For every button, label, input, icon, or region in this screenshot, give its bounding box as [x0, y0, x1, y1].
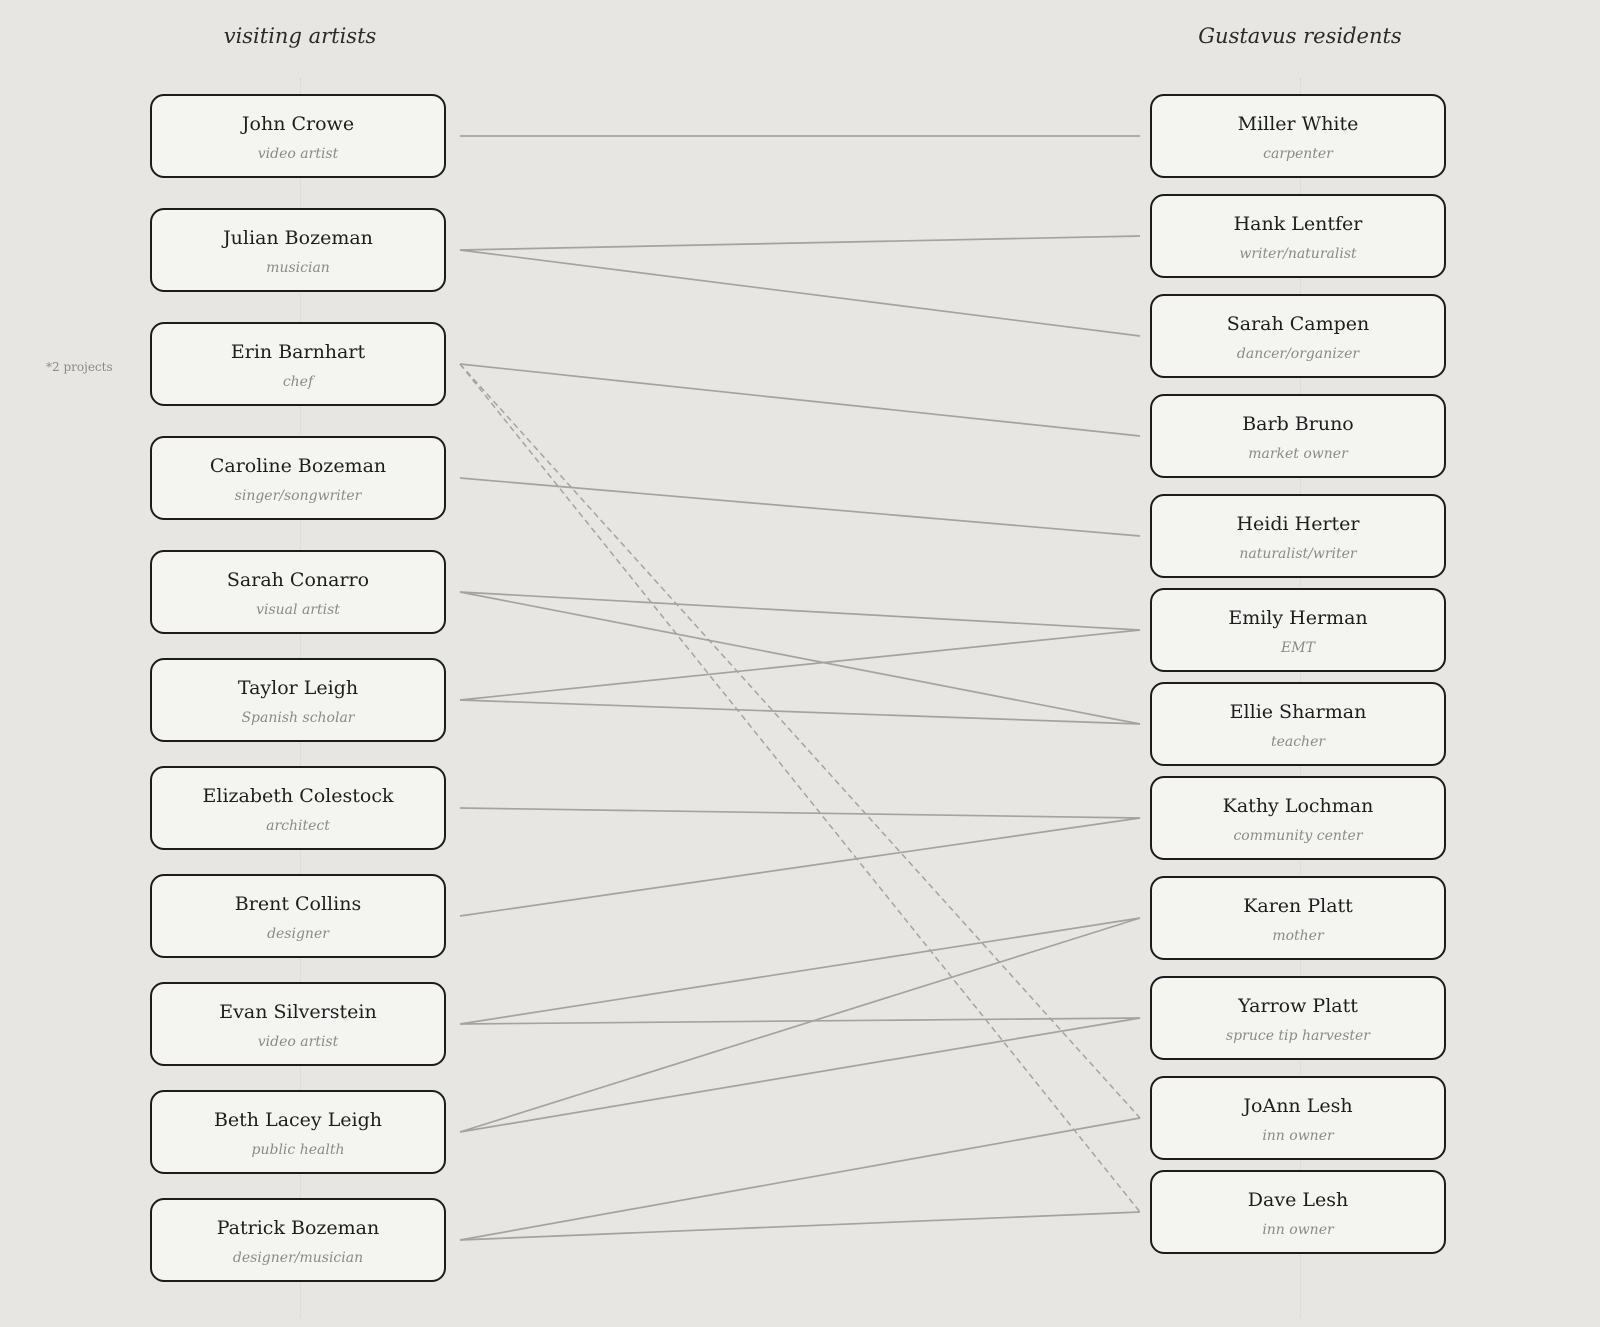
artist-name: Erin Barnhart [230, 341, 366, 363]
artist-role: video artist [257, 1034, 339, 1050]
two-projects-note: *2 projects [46, 360, 113, 374]
resident-name: Emily Herman [1228, 607, 1368, 629]
resident-role: dancer/organizer [1236, 346, 1360, 362]
resident-role: community center [1233, 828, 1363, 844]
artist-node-patrick-bozeman: Patrick Bozeman designer/musician [150, 1198, 446, 1282]
artist-name: Sarah Conarro [226, 569, 370, 591]
link-brent-collins-to-kathy-lochman [459, 817, 1141, 917]
artist-name: Beth Lacey Leigh [213, 1109, 383, 1131]
resident-role: writer/naturalist [1239, 246, 1357, 262]
artist-role: video artist [257, 146, 339, 162]
artist-role: public health [251, 1142, 345, 1158]
resident-name: Karen Platt [1243, 895, 1353, 917]
link-caroline-bozeman-to-heidi-herter [459, 477, 1141, 537]
resident-role: teacher [1270, 734, 1326, 750]
link-sarah-conarro-to-emily-herman [459, 591, 1141, 631]
resident-name: Kathy Lochman [1222, 795, 1374, 817]
link-taylor-leigh-to-ellie-sharman [459, 699, 1141, 725]
artist-node-caroline-bozeman: Caroline Bozeman singer/songwriter [150, 436, 446, 520]
artist-name: Evan Silverstein [219, 1001, 377, 1023]
resident-node-yarrow-platt: Yarrow Platt spruce tip harvester [1150, 976, 1446, 1060]
artist-role: Spanish scholar [241, 710, 355, 726]
link-erin-barnhart-to-joann-lesh [459, 363, 1141, 1119]
visiting-artists-heading: visiting artists [223, 24, 377, 48]
resident-node-sarah-campen: Sarah Campen dancer/organizer [1150, 294, 1446, 378]
resident-node-ellie-sharman: Ellie Sharman teacher [1150, 682, 1446, 766]
artist-name: Elizabeth Colestock [202, 785, 394, 807]
link-patrick-bozeman-to-dave-lesh [459, 1211, 1141, 1241]
link-beth-lacey-leigh-to-karen-platt [459, 917, 1141, 1133]
resident-role: EMT [1281, 640, 1315, 656]
resident-name: Barb Bruno [1242, 413, 1354, 435]
resident-name: Ellie Sharman [1229, 701, 1367, 723]
link-sarah-conarro-to-ellie-sharman [459, 591, 1141, 725]
resident-role: naturalist/writer [1239, 546, 1357, 562]
link-elizabeth-colestock-to-kathy-lochman [459, 807, 1141, 819]
resident-node-kathy-lochman: Kathy Lochman community center [1150, 776, 1446, 860]
artist-name: Caroline Bozeman [209, 455, 387, 477]
resident-node-karen-platt: Karen Platt mother [1150, 876, 1446, 960]
resident-role: market owner [1248, 446, 1348, 462]
artist-name: Taylor Leigh [237, 677, 359, 699]
resident-node-dave-lesh: Dave Lesh inn owner [1150, 1170, 1446, 1254]
resident-name: Yarrow Platt [1238, 995, 1358, 1017]
artist-node-sarah-conarro: Sarah Conarro visual artist [150, 550, 446, 634]
link-julian-bozeman-to-hank-lentfer [459, 235, 1141, 251]
link-julian-bozeman-to-sarah-campen [459, 249, 1141, 337]
artist-role: designer/musician [232, 1250, 364, 1266]
resident-role: mother [1272, 928, 1324, 944]
resident-node-miller-white: Miller White carpenter [1150, 94, 1446, 178]
resident-name: Sarah Campen [1226, 313, 1370, 335]
resident-name: Miller White [1237, 113, 1359, 135]
resident-name: Hank Lentfer [1233, 213, 1363, 235]
artist-name: Brent Collins [234, 893, 362, 915]
resident-node-hank-lentfer: Hank Lentfer writer/naturalist [1150, 194, 1446, 278]
artist-name: Julian Bozeman [223, 227, 373, 249]
artist-node-brent-collins: Brent Collins designer [150, 874, 446, 958]
artist-role: visual artist [256, 602, 340, 618]
artist-node-julian-bozeman: Julian Bozeman musician [150, 208, 446, 292]
link-erin-barnhart-to-barb-bruno [459, 363, 1141, 437]
artist-name: Patrick Bozeman [216, 1217, 380, 1239]
artist-node-elizabeth-colestock: Elizabeth Colestock architect [150, 766, 446, 850]
artist-node-erin-barnhart: Erin Barnhart chef [150, 322, 446, 406]
gustavus-residents-heading: Gustavus residents [1198, 24, 1402, 48]
resident-name: Dave Lesh [1247, 1189, 1349, 1211]
resident-name: JoAnn Lesh [1243, 1095, 1353, 1117]
resident-node-heidi-herter: Heidi Herter naturalist/writer [1150, 494, 1446, 578]
link-evan-silverstein-to-karen-platt [459, 917, 1141, 1025]
artist-node-evan-silverstein: Evan Silverstein video artist [150, 982, 446, 1066]
resident-role: inn owner [1262, 1128, 1334, 1144]
artist-node-john-crowe: John Crowe video artist [150, 94, 446, 178]
resident-role: carpenter [1263, 146, 1333, 162]
resident-node-joann-lesh: JoAnn Lesh inn owner [1150, 1076, 1446, 1160]
resident-name: Heidi Herter [1236, 513, 1360, 535]
artist-name: John Crowe [241, 113, 355, 135]
artist-role: musician [266, 260, 330, 276]
artist-role: chef [282, 374, 314, 390]
artist-role: designer [267, 926, 329, 942]
resident-node-barb-bruno: Barb Bruno market owner [1150, 394, 1446, 478]
link-patrick-bozeman-to-joann-lesh [459, 1117, 1141, 1241]
artist-node-beth-lacey-leigh: Beth Lacey Leigh public health [150, 1090, 446, 1174]
resident-role: spruce tip harvester [1226, 1028, 1370, 1044]
artist-role: singer/songwriter [234, 488, 362, 504]
link-taylor-leigh-to-emily-herman [459, 629, 1141, 701]
artist-role: architect [266, 818, 330, 834]
link-erin-barnhart-to-dave-lesh [459, 363, 1141, 1213]
link-evan-silverstein-to-yarrow-platt [459, 1017, 1141, 1025]
link-beth-lacey-leigh-to-yarrow-platt [459, 1017, 1141, 1133]
resident-role: inn owner [1262, 1222, 1334, 1238]
